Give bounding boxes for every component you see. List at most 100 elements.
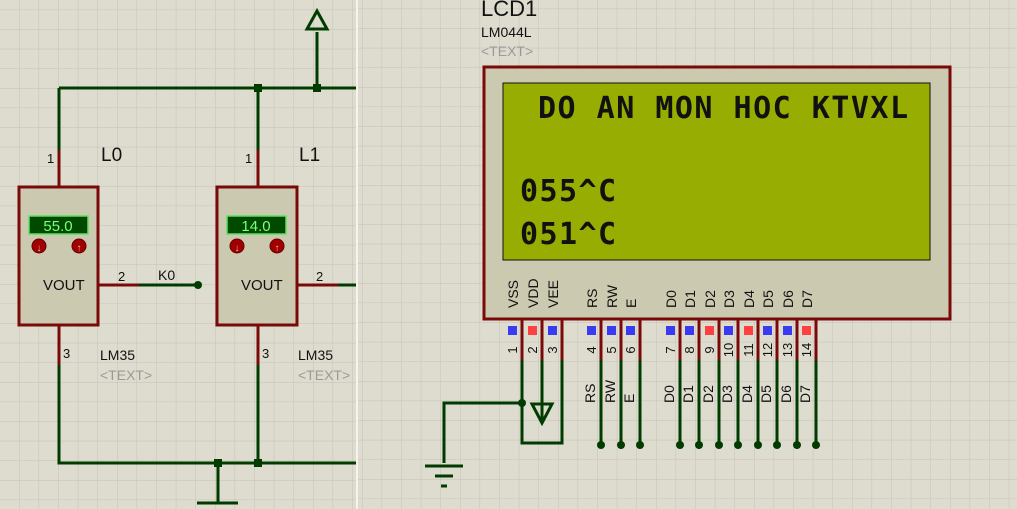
pane-divider[interactable] bbox=[356, 0, 358, 509]
pin-number: 3 bbox=[545, 346, 560, 353]
pin-name: D7 bbox=[799, 290, 815, 308]
component-part-name: LM35 bbox=[100, 347, 135, 363]
wire-end-dot bbox=[715, 441, 723, 449]
logic-state-indicator bbox=[548, 326, 557, 335]
power-terminal-icon[interactable] bbox=[304, 7, 330, 31]
wire-end-dot bbox=[636, 441, 644, 449]
logic-state-indicator bbox=[724, 326, 733, 335]
pin-number: 10 bbox=[721, 343, 736, 357]
lm35-sensor-l0[interactable]: 55.0 ↓ ↑ VOUT 1 2 3 L0 LM35 <TEXT> K0 bbox=[17, 145, 175, 383]
pin-number: 2 bbox=[525, 346, 540, 353]
pin-name: D2 bbox=[702, 290, 718, 308]
wire-end-dot bbox=[773, 441, 781, 449]
component-reference[interactable]: L0 bbox=[101, 145, 122, 166]
pin-label-vout: VOUT bbox=[241, 277, 283, 294]
arrow-down-icon: ↓ bbox=[37, 243, 42, 254]
temperature-readout bbox=[28, 215, 89, 235]
pin-name: VEE bbox=[545, 280, 561, 308]
pin-name: D0 bbox=[663, 290, 679, 308]
junction-dot bbox=[254, 84, 262, 92]
pin1-number: 1 bbox=[245, 151, 252, 166]
pin-number: 6 bbox=[623, 346, 638, 353]
logic-state-indicator bbox=[763, 326, 772, 335]
lcd-line-1: DO AN MON HOC KTVXL bbox=[538, 91, 908, 126]
net-label: RW bbox=[602, 379, 618, 403]
wire-end-dot bbox=[793, 441, 801, 449]
pin-name: VDD bbox=[525, 278, 541, 308]
component-reference[interactable]: LCD1 bbox=[481, 0, 537, 21]
logic-state-indicator bbox=[528, 326, 537, 335]
lcd-line-3: 055^C bbox=[520, 174, 616, 209]
pin-label-vout: VOUT bbox=[43, 277, 85, 294]
net-label: E bbox=[621, 394, 637, 403]
lcd-lm044l[interactable]: LCD1 LM044L <TEXT> DO AN MON HOC KTVXL 0… bbox=[481, 0, 952, 449]
pin-number: 7 bbox=[663, 346, 678, 353]
arrow-up-icon: ↑ bbox=[275, 243, 280, 254]
temperature-readout bbox=[226, 215, 287, 235]
increase-temp-button[interactable] bbox=[269, 238, 285, 254]
lcd-line-4: 051^C bbox=[520, 217, 616, 252]
lcd-pin-vdd[interactable]: 2 VDD bbox=[525, 278, 544, 360]
net-label: D0 bbox=[661, 385, 677, 403]
lcd-pin-vee[interactable]: 3 VEE bbox=[545, 280, 564, 360]
pin-name: D4 bbox=[741, 290, 757, 308]
pin1-number: 1 bbox=[47, 151, 54, 166]
arrow-up-icon: ↑ bbox=[77, 243, 82, 254]
net-label: RS bbox=[582, 384, 598, 403]
sensor-body[interactable] bbox=[17, 185, 100, 327]
pin-number: 12 bbox=[760, 343, 775, 357]
junctions-left bbox=[194, 84, 321, 467]
decrease-temp-button[interactable] bbox=[229, 238, 245, 254]
pin-name: RW bbox=[604, 284, 620, 308]
pin-name: RS bbox=[584, 289, 600, 308]
arrow-down-icon: ↓ bbox=[235, 243, 240, 254]
schematic-pane-left[interactable]: 55.0 ↓ ↑ VOUT 1 2 3 L0 LM35 <TEXT> K0 14… bbox=[0, 0, 356, 509]
component-reference[interactable]: L1 bbox=[299, 145, 320, 166]
wire-ground[interactable] bbox=[442, 401, 522, 463]
logic-state-indicator bbox=[802, 326, 811, 335]
lm35-sensor-l1[interactable]: 14.0 ↓ ↑ VOUT 1 2 3 L1 LM35 <TEXT> bbox=[215, 145, 350, 383]
wire-end-dot bbox=[597, 441, 605, 449]
pin-number: 4 bbox=[584, 346, 599, 353]
net-label: D3 bbox=[719, 385, 735, 403]
net-label: D7 bbox=[797, 385, 813, 403]
logic-state-indicator bbox=[705, 326, 714, 335]
junction-dot bbox=[518, 399, 526, 407]
pin-name: D5 bbox=[760, 290, 776, 308]
component-part-name: LM044L bbox=[481, 24, 532, 40]
component-part-name: LM35 bbox=[298, 347, 333, 363]
right-schematic-canvas[interactable]: LCD1 LM044L <TEXT> DO AN MON HOC KTVXL 0… bbox=[358, 0, 1017, 509]
net-label: D4 bbox=[739, 385, 755, 403]
pin-number: 14 bbox=[799, 343, 814, 357]
pin2-number: 2 bbox=[316, 269, 323, 284]
pin3-number: 3 bbox=[63, 346, 70, 361]
logic-state-indicator bbox=[508, 326, 517, 335]
lcd-pin-e[interactable]: 6EE bbox=[621, 299, 644, 449]
lcd-screen bbox=[502, 82, 931, 261]
pin3-number: 3 bbox=[262, 346, 269, 361]
wire-end-dot bbox=[617, 441, 625, 449]
decrease-temp-button[interactable] bbox=[31, 238, 47, 254]
schematic-pane-right[interactable]: LCD1 LM044L <TEXT> DO AN MON HOC KTVXL 0… bbox=[358, 0, 1017, 509]
left-schematic-canvas[interactable]: 55.0 ↓ ↑ VOUT 1 2 3 L0 LM35 <TEXT> K0 14… bbox=[0, 0, 356, 509]
power-terminal-icon[interactable] bbox=[529, 402, 555, 427]
logic-state-indicator bbox=[744, 326, 753, 335]
pin2-number: 2 bbox=[118, 269, 125, 284]
pin-number: 9 bbox=[702, 346, 717, 353]
wire-end-dot bbox=[734, 441, 742, 449]
increase-temp-button[interactable] bbox=[71, 238, 87, 254]
component-text-placeholder: <TEXT> bbox=[100, 367, 152, 383]
sensor-body[interactable] bbox=[215, 185, 299, 327]
net-label: D1 bbox=[680, 385, 696, 403]
